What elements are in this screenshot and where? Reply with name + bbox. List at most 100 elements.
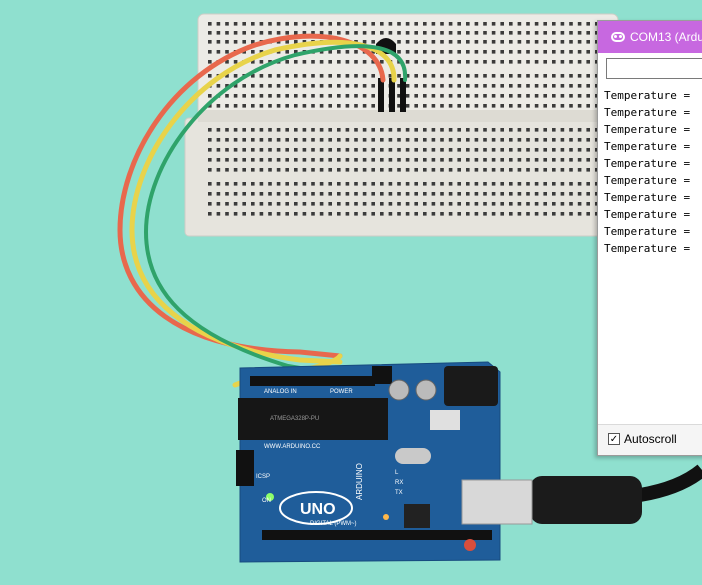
autoscroll-checkbox[interactable]: ✓ Autoscroll — [608, 432, 677, 446]
breadboard-hole — [414, 60, 418, 64]
breadboard-hole — [268, 168, 272, 172]
breadboard-hole — [448, 158, 453, 162]
breadboard-hole — [423, 138, 427, 142]
breadboard-hole — [577, 148, 582, 152]
breadboard-hole — [500, 182, 504, 186]
breadboard-hole — [216, 22, 221, 26]
breadboard-hole — [526, 31, 530, 35]
breadboard-hole — [474, 74, 479, 78]
breadboard-hole — [526, 84, 530, 88]
breadboard-hole — [251, 158, 255, 162]
breadboard-hole — [466, 182, 470, 186]
breadboard-hole — [577, 182, 582, 186]
breadboard-hole — [414, 202, 418, 206]
status-bar: ✓ Autoscroll — [598, 424, 702, 455]
breadboard-hole — [380, 128, 384, 132]
breadboard-hole — [491, 192, 496, 196]
breadboard-hole — [586, 158, 590, 162]
breadboard-hole — [242, 84, 246, 88]
breadboard-hole — [483, 148, 487, 152]
breadboard-hole — [577, 192, 582, 196]
breadboard-hole — [328, 128, 332, 132]
breadboard-hole — [345, 158, 350, 162]
breadboard-hole — [517, 192, 522, 196]
breadboard-hole — [569, 94, 573, 98]
breadboard-hole — [208, 50, 212, 54]
breadboard-hole — [268, 158, 272, 162]
send-input[interactable] — [606, 58, 702, 79]
breadboard-hole — [431, 40, 436, 44]
breadboard-hole — [569, 40, 573, 44]
breadboard-hole — [517, 148, 522, 152]
breadboard-hole — [414, 182, 418, 186]
breadboard-hole — [534, 168, 539, 172]
breadboard-hole — [294, 128, 298, 132]
breadboard-hole — [259, 84, 264, 88]
breadboard-hole — [466, 60, 470, 64]
breadboard-hole — [483, 182, 487, 186]
breadboard-hole — [474, 60, 479, 64]
analog-label: ANALOG IN — [264, 389, 297, 395]
breadboard-hole — [483, 31, 487, 35]
breadboard-hole — [311, 94, 315, 98]
breadboard-hole — [595, 202, 599, 206]
breadboard-hole — [294, 212, 298, 216]
breadboard-hole — [474, 40, 479, 44]
serial-output-line: Temperature = — [604, 89, 691, 102]
breadboard-hole — [276, 128, 281, 132]
breadboard-hole — [354, 212, 358, 216]
breadboard-hole — [337, 192, 341, 196]
breadboard-hole — [388, 138, 393, 142]
breadboard-hole — [302, 158, 307, 162]
breadboard-hole — [302, 60, 307, 64]
breadboard-hole — [311, 31, 315, 35]
tx-label: TX — [395, 490, 403, 496]
checkbox-check-icon[interactable]: ✓ — [608, 433, 620, 445]
breadboard-hole — [423, 212, 427, 216]
breadboard-hole — [362, 202, 367, 206]
breadboard-hole — [423, 168, 427, 172]
breadboard-hole — [577, 138, 582, 142]
breadboard-hole — [242, 128, 246, 132]
breadboard-hole — [337, 74, 341, 78]
breadboard-hole — [225, 212, 229, 216]
breadboard-hole — [595, 50, 599, 54]
usb-cable — [461, 464, 702, 525]
breadboard-hole — [595, 31, 599, 35]
breadboard-hole — [483, 94, 487, 98]
breadboard-hole — [242, 148, 246, 152]
breadboard-hole — [586, 31, 590, 35]
breadboard-hole — [216, 104, 221, 108]
breadboard-hole — [251, 202, 255, 206]
breadboard-hole — [483, 158, 487, 162]
breadboard-hole — [285, 22, 289, 26]
breadboard-hole — [491, 50, 496, 54]
board-logo: UNO — [300, 501, 336, 518]
serial-monitor-titlebar[interactable]: COM13 (Ardu — [598, 21, 702, 53]
breadboard-hole — [474, 158, 479, 162]
breadboard-hole — [491, 158, 496, 162]
breadboard-hole — [319, 60, 324, 64]
breadboard-hole — [311, 60, 315, 64]
breadboard-hole — [268, 31, 272, 35]
breadboard-hole — [543, 22, 547, 26]
breadboard-hole — [466, 212, 470, 216]
breadboard-hole — [586, 60, 590, 64]
breadboard-hole — [440, 50, 444, 54]
breadboard-hole — [354, 60, 358, 64]
breadboard-hole — [560, 138, 565, 142]
breadboard-hole — [560, 182, 565, 186]
board-site: WWW.ARDUINO.CC — [264, 444, 321, 450]
breadboard-hole — [242, 40, 246, 44]
breadboard-hole — [586, 50, 590, 54]
breadboard-hole — [414, 128, 418, 132]
breadboard-hole — [208, 104, 212, 108]
breadboard-hole — [371, 22, 375, 26]
breadboard-hole — [328, 22, 332, 26]
breadboard-hole — [491, 104, 496, 108]
breadboard-hole — [466, 50, 470, 54]
breadboard-hole — [509, 22, 513, 26]
breadboard-hole — [517, 84, 522, 88]
breadboard-hole — [423, 22, 427, 26]
breadboard-hole — [423, 192, 427, 196]
